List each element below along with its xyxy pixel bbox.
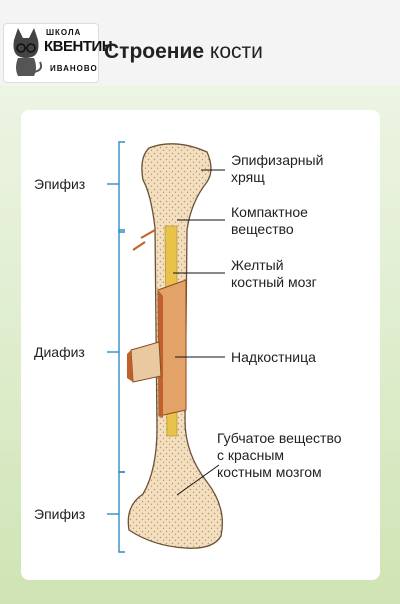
bone bbox=[127, 143, 224, 549]
title-bold: Строение bbox=[104, 40, 205, 63]
logo-school: ШКОЛА bbox=[46, 28, 82, 37]
region-brackets bbox=[107, 141, 125, 553]
label-epiphysis-top: Эпифиз bbox=[34, 176, 86, 192]
title-rest: кости bbox=[209, 40, 263, 63]
leader-lines bbox=[173, 169, 225, 496]
label-diaphysis: Диафиз bbox=[34, 344, 85, 360]
logo-city: ИВАНОВО bbox=[50, 64, 98, 73]
label-periosteum: Надкостница bbox=[231, 349, 316, 365]
header-bar: ШКОЛА КВЕНТИН ИВАНОВО Строение кости bbox=[0, 0, 400, 86]
cat-icon bbox=[13, 28, 43, 76]
label-epiphysis-bottom: Эпифиз bbox=[34, 506, 86, 522]
bone-diagram bbox=[107, 141, 225, 553]
logo-name: КВЕНТИН bbox=[44, 38, 113, 55]
page-title: Строение кости bbox=[104, 40, 263, 64]
school-logo: ШКОЛА КВЕНТИН ИВАНОВО bbox=[4, 24, 113, 82]
